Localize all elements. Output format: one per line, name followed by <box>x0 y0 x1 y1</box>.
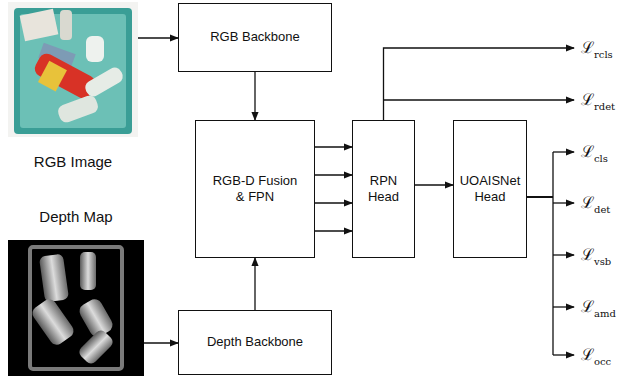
rgb-image <box>8 2 138 137</box>
loss-wire <box>553 306 574 307</box>
loss-wire <box>553 254 574 255</box>
depth-tray <box>30 247 122 369</box>
box-label: RPN Head <box>364 173 404 206</box>
bottle-item <box>86 36 104 62</box>
loss-label: ℒrdet <box>580 88 616 111</box>
loss-label: ℒcls <box>580 140 609 163</box>
flow-arrow <box>254 72 255 120</box>
process-box: RGB Backbone <box>178 3 332 72</box>
photo-ground <box>8 2 138 137</box>
bottle-item <box>83 65 126 99</box>
bottle-item <box>60 10 72 40</box>
flow-arrow <box>315 230 352 231</box>
depth-object <box>80 252 96 290</box>
box-label: Depth Backbone <box>207 334 303 350</box>
can-label <box>38 61 67 92</box>
loss-label: ℒocc <box>580 343 612 366</box>
depth-image <box>8 240 144 376</box>
image-input: RGB Image <box>8 2 138 172</box>
flow-arrow <box>254 258 255 310</box>
loss-trunk <box>523 196 553 198</box>
process-box: RGB-D Fusion & FPN <box>195 120 315 258</box>
process-box: RPN Head <box>352 120 415 258</box>
box-label: RGB-D Fusion & FPN <box>211 173 299 206</box>
loss-wire <box>553 151 574 152</box>
depth-object <box>77 328 115 366</box>
flow-arrow <box>315 146 352 147</box>
image-input: Depth Map <box>8 208 144 376</box>
loss-trunk <box>552 152 553 355</box>
loss-wire <box>384 48 575 120</box>
tray <box>14 8 132 134</box>
depth-object <box>30 297 77 348</box>
image-caption: RGB Image <box>32 153 114 172</box>
loss-wire <box>553 354 574 355</box>
box-label: RGB Backbone <box>210 29 300 45</box>
loss-wire <box>384 99 575 100</box>
depth-object <box>39 254 69 303</box>
flow-arrow <box>138 37 178 38</box>
box-item <box>20 9 59 42</box>
flow-arrow <box>315 202 352 203</box>
bottle-item <box>56 94 100 125</box>
flow-arrow <box>144 342 178 343</box>
loss-wire <box>553 202 574 203</box>
loss-label: ℒamd <box>580 295 617 318</box>
process-box: UOAISNet Head <box>453 120 527 258</box>
loss-label: ℒdet <box>580 191 611 214</box>
image-caption: Depth Map <box>37 208 114 227</box>
flow-arrow <box>315 174 352 175</box>
flow-arrow <box>415 184 453 185</box>
process-box: Depth Backbone <box>178 310 332 375</box>
loss-label: ℒvsb <box>580 243 612 266</box>
loss-label: ℒrcls <box>580 36 614 59</box>
box-label: UOAISNet Head <box>458 173 522 206</box>
depth-ground <box>8 240 144 376</box>
